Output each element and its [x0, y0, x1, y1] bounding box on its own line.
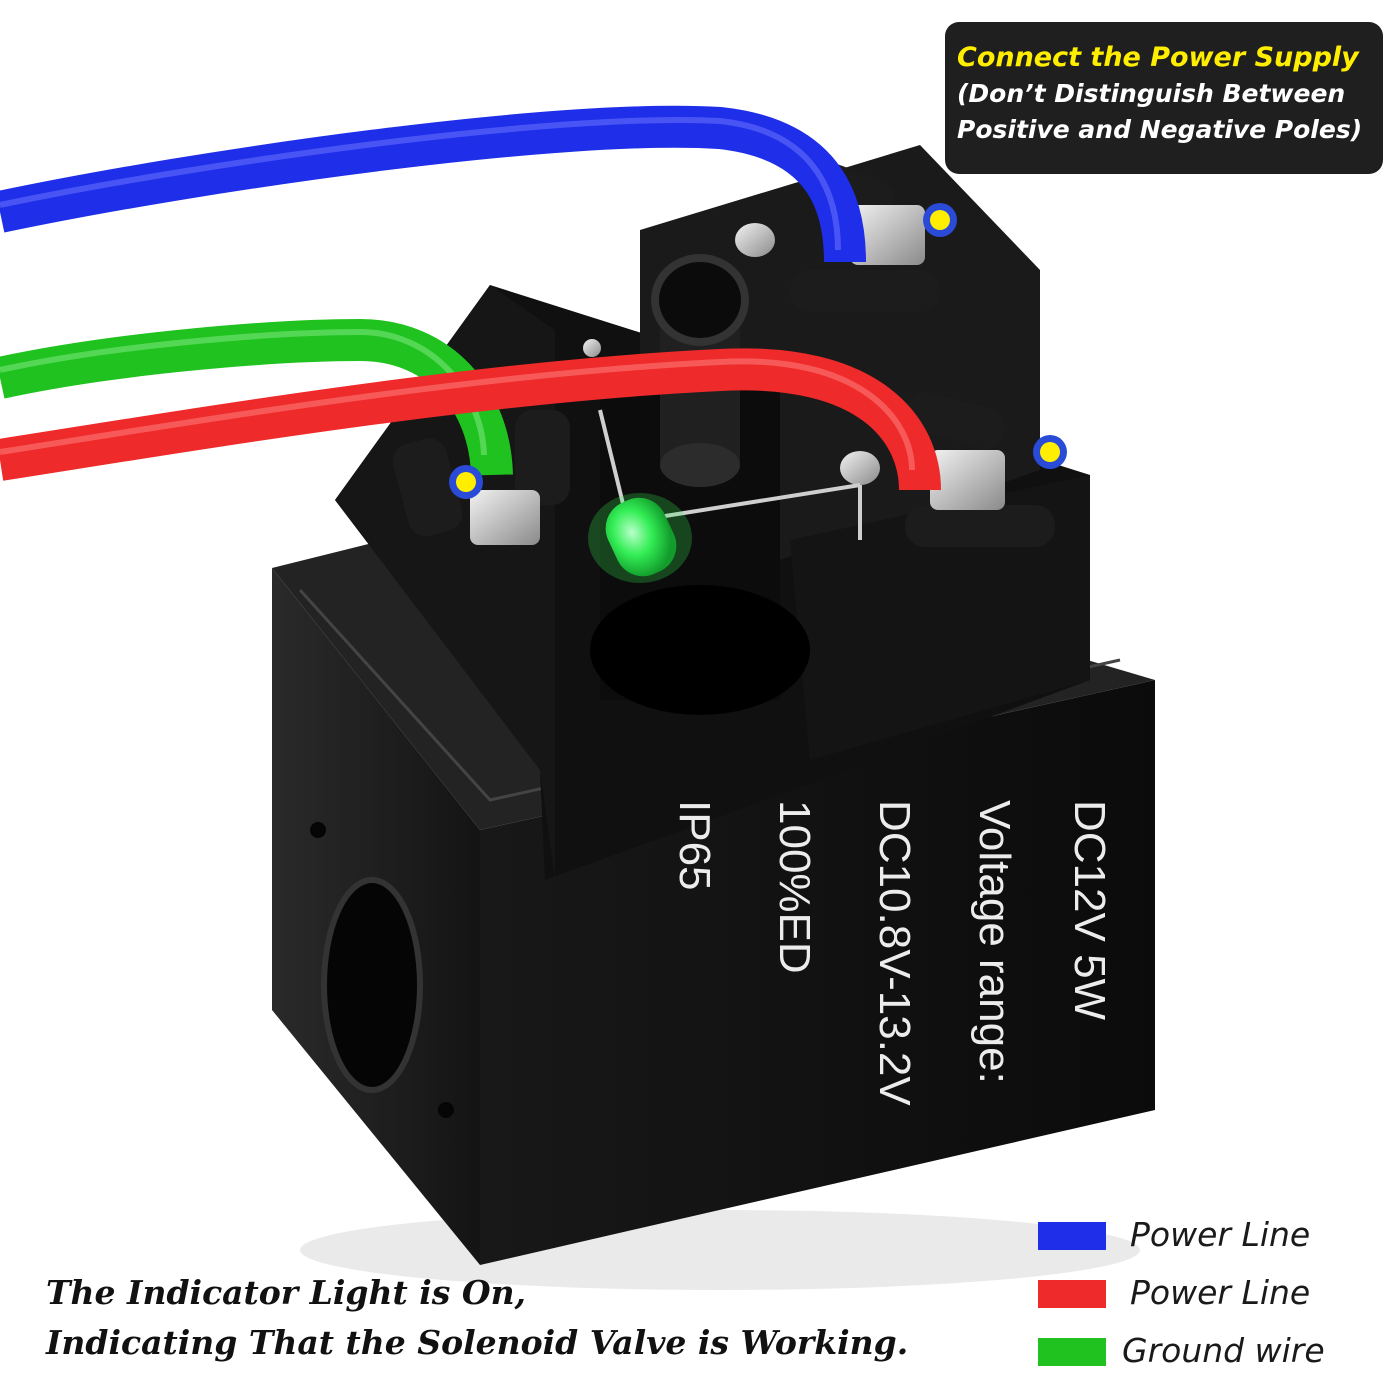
spec-line-voltage-range: DC10.8V-13.2V	[870, 800, 919, 1106]
legend-swatch	[1038, 1222, 1106, 1250]
terminal-marker-icon	[1033, 435, 1067, 469]
coil-spec-label: DC12V 5W Voltage range: DC10.8V-13.2V 10…	[670, 800, 1114, 1106]
caption: The Indicator Light is On, Indicating Th…	[46, 1268, 909, 1368]
legend-item: Power Line	[1038, 1270, 1378, 1328]
spec-line-voltage-title: Voltage range:	[970, 800, 1019, 1084]
callout-note-line: (Don’t Distinguish Between	[957, 79, 1346, 108]
caption-line: Indicating That the Solenoid Valve is Wo…	[46, 1323, 909, 1362]
legend-item: Ground wire	[1038, 1328, 1378, 1386]
legend-item: Power Line	[1038, 1212, 1378, 1270]
callout-title: Connect the Power Supply	[957, 42, 1359, 73]
power-supply-callout: Connect the Power Supply (Don’t Distingu…	[945, 22, 1383, 174]
wire-legend: Power Line Power Line Ground wire	[1038, 1212, 1378, 1386]
spec-line-ip: IP65	[670, 800, 719, 891]
led-indicator-icon	[588, 493, 692, 583]
legend-swatch	[1038, 1338, 1106, 1366]
legend-label: Ground wire	[1122, 1331, 1325, 1370]
spec-line-power: DC12V 5W	[1065, 800, 1114, 1021]
core-hole	[321, 877, 423, 1093]
terminal-marker-icon	[923, 203, 957, 237]
callout-note-line: Positive and Negative Poles)	[957, 115, 1363, 144]
caption-line: The Indicator Light is On,	[46, 1273, 527, 1312]
terminal-marker-icon	[449, 465, 483, 499]
spec-line-duty: 100%ED	[770, 800, 819, 974]
legend-label: Power Line	[1130, 1273, 1311, 1312]
legend-swatch	[1038, 1280, 1106, 1308]
legend-label: Power Line	[1130, 1215, 1311, 1254]
